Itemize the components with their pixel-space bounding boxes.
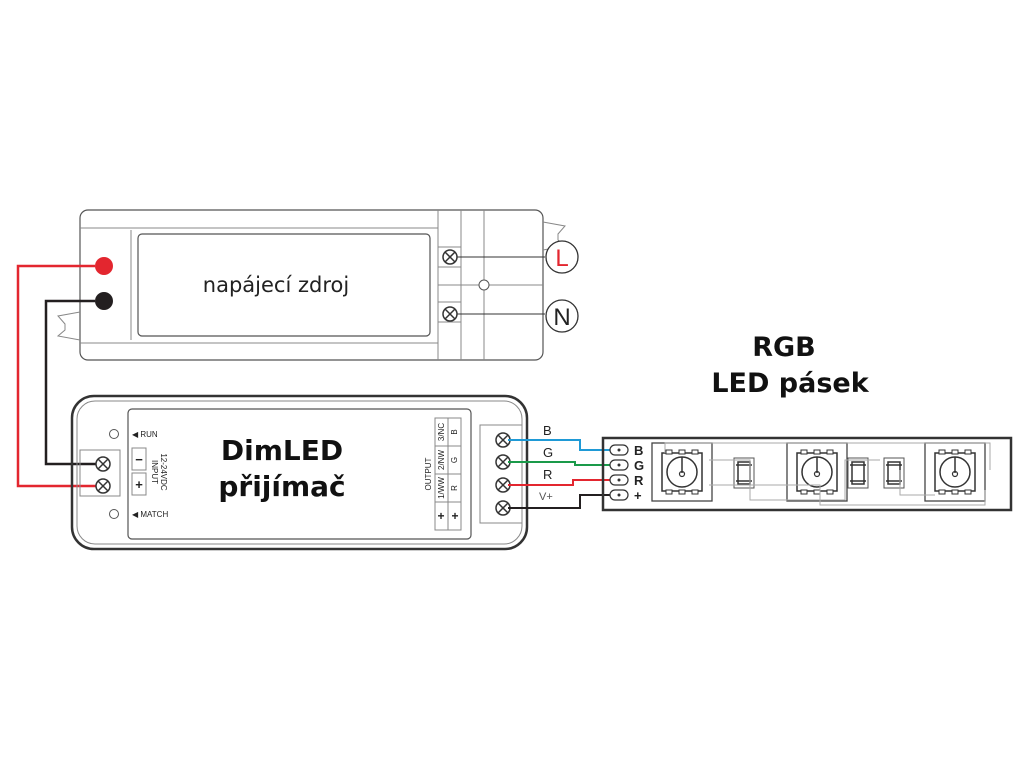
output-ch2-top: 2/NW	[437, 450, 446, 470]
input-screw-minus	[95, 456, 111, 472]
led-chip-2	[786, 442, 848, 502]
receiver-title-line2: přijímač	[218, 470, 345, 503]
power-supply: napájecí zdroj L N	[56, 209, 579, 361]
resistor-1	[733, 457, 755, 489]
output-screw-1	[495, 432, 511, 448]
output-ch2-bottom: G	[450, 457, 459, 463]
led-strip: RGB LED pásek BGR+	[601, 332, 1013, 512]
strip-pad-label: G	[634, 458, 644, 473]
receiver-label-panel	[127, 408, 472, 540]
led-chip-1	[651, 442, 713, 502]
power-supply-label-panel	[137, 233, 431, 337]
resistor-3	[883, 457, 905, 489]
strip-pad-2: G	[609, 458, 644, 473]
run-led	[109, 429, 119, 439]
negative-output-dot	[95, 292, 113, 310]
led-chip-3	[924, 442, 986, 502]
strip-pad-label: B	[634, 443, 643, 458]
terminal-n-label: N	[553, 304, 570, 331]
wire-label-b: B	[543, 423, 552, 438]
input-plus-label: +	[135, 477, 143, 492]
run-label: ◀ RUN	[132, 430, 158, 439]
output-ch4-top: +	[437, 509, 444, 523]
output-ch1-top: 3/NC	[437, 423, 446, 441]
match-led	[109, 509, 119, 519]
input-label: INPUT	[150, 460, 159, 484]
power-supply-label: napájecí zdroj	[203, 273, 349, 297]
wire-g	[508, 461, 612, 466]
output-channel-grid: 3/NC B 2/NW G 1/WW R + + OUTPUT	[424, 417, 462, 531]
wire-label-r: R	[543, 467, 552, 482]
screw-terminal-l	[442, 249, 458, 265]
strip-pad-1: B	[609, 443, 643, 458]
input-minus-label: −	[135, 452, 143, 467]
receiver-title-line1: DimLED	[221, 434, 343, 467]
led-strip-title-line2: LED pásek	[711, 368, 869, 399]
positive-output-dot	[95, 257, 113, 275]
input-screw-plus	[95, 478, 111, 494]
led-strip-body	[601, 436, 1013, 512]
receiver-body	[70, 394, 529, 551]
terminal-n-badge: N	[545, 299, 579, 333]
terminal-l-badge: L	[545, 240, 579, 274]
wire-label-g: G	[543, 445, 553, 460]
wire-label-vplus: V+	[539, 491, 553, 503]
input-voltage-label: 12-24VDC	[159, 453, 168, 491]
output-screw-2	[495, 454, 511, 470]
wire-r	[508, 479, 612, 486]
output-ch3-top: 1/WW	[437, 477, 446, 499]
output-label: OUTPUT	[424, 457, 433, 490]
strip-pad-4: +	[609, 488, 642, 503]
strip-pad-3: R	[609, 473, 644, 488]
output-screw-3	[495, 477, 511, 493]
output-ch4-bottom: +	[451, 509, 458, 523]
led-strip-title-line1: RGB	[752, 332, 816, 363]
output-terminal-block	[479, 424, 523, 524]
mounting-tab-left	[56, 311, 81, 341]
terminal-l-label: L	[555, 245, 568, 272]
receiver: ◀ RUN ◀ MATCH − + INPUT 12-24VDC DimLED …	[70, 394, 529, 551]
screw-terminal-n	[442, 306, 458, 322]
match-label: ◀ MATCH	[132, 510, 168, 519]
strip-pad-label: +	[634, 488, 642, 503]
wire-b	[508, 439, 612, 451]
strip-pad-label: R	[634, 473, 644, 488]
output-screw-4	[495, 500, 511, 516]
resistor-2	[847, 457, 869, 489]
output-ch3-bottom: R	[450, 485, 459, 491]
wire-vplus	[508, 494, 612, 509]
output-ch1-bottom: B	[450, 429, 459, 434]
wire-positive	[16, 264, 100, 488]
